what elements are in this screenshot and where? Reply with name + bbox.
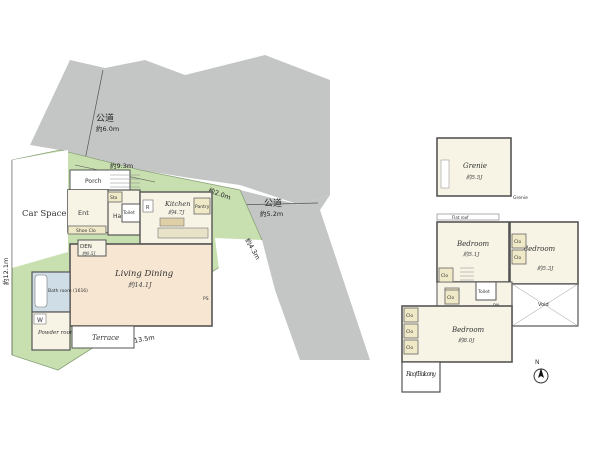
bedroom-c-size: 約8.0J xyxy=(458,337,475,344)
kitchen-size: 約4.7J xyxy=(168,209,185,216)
road-upper-name: 公道 xyxy=(96,112,114,124)
car-space-area xyxy=(12,150,68,268)
hall-label: Hall xyxy=(113,213,125,220)
void-cross-2 xyxy=(511,283,579,327)
terrace-area xyxy=(71,325,135,349)
road-right xyxy=(240,190,370,360)
parking-right xyxy=(215,238,262,280)
bedroom-c-closet-2-label: Clo xyxy=(406,329,413,335)
flat-roof-label: Flat roof xyxy=(452,215,469,220)
bedroom-a-label: Bedroom xyxy=(456,240,490,248)
storage-label: Sto xyxy=(110,195,118,201)
toilet-second-floor xyxy=(475,281,497,301)
kitchen-island xyxy=(159,217,185,227)
stair-first-floor xyxy=(110,174,140,188)
road-right-width: 約5.2m xyxy=(260,209,283,218)
toilet-second-floor-label: Toilet xyxy=(477,289,490,295)
road-right-name: 公道 xyxy=(264,197,282,209)
flat-roof xyxy=(436,213,500,221)
pillar-label: PS xyxy=(203,296,209,302)
grenie-room xyxy=(436,137,512,197)
bedroom-c xyxy=(401,305,513,363)
compass-north-label: N xyxy=(535,359,540,366)
den-label-overlay: DEN xyxy=(80,244,92,250)
pantry xyxy=(193,197,211,215)
dim-frontage-top: 約9.3m xyxy=(110,161,133,170)
living-dining-room xyxy=(69,243,213,327)
shoe-closet-label: Shoe Clo xyxy=(76,228,96,234)
roof-balcony xyxy=(401,361,441,393)
living-den-overlay xyxy=(77,239,107,257)
grenie-label: Grenie xyxy=(463,162,487,170)
toilet-first-floor-label: Toilet xyxy=(122,210,135,216)
bedroom-a-size: 約5.1J xyxy=(463,251,480,258)
bedroom-b-closet-2 xyxy=(511,249,527,265)
bedroom-b-label: Bedroom xyxy=(522,245,556,253)
terrace-label: Terrace xyxy=(92,334,119,342)
living-dining-label: Living Dining xyxy=(114,269,174,279)
refrigerator xyxy=(142,199,154,213)
road-upper-dim-line xyxy=(84,69,104,161)
bedroom-c-label: Bedroom xyxy=(451,326,485,334)
car-space-label: Car Space xyxy=(22,209,66,219)
pantry-label: Pantry xyxy=(195,204,210,210)
bedroom-c-closet-3-label: Clo xyxy=(406,345,413,351)
entrance-label: Ent xyxy=(78,209,89,217)
road-upper xyxy=(30,55,330,205)
storage-room xyxy=(107,191,123,203)
powder-room-label: Powder room xyxy=(37,330,75,336)
bedroom-c-closet-2 xyxy=(403,323,419,339)
bedroom-b-closet-2-label: Clo xyxy=(514,255,521,261)
bedroom-b-closet-1 xyxy=(511,233,527,249)
bathtub xyxy=(34,274,48,308)
grenie-hatch xyxy=(440,159,450,189)
dim-left-side: 約12.1m xyxy=(1,258,10,285)
road-upper-width: 約6.0m xyxy=(96,124,119,133)
washer xyxy=(33,313,47,325)
bedroom-c-closet-3 xyxy=(403,339,419,355)
bath-label: Bath room (1616) xyxy=(48,288,88,294)
roof-balcony-label: Roof Balcony xyxy=(405,370,436,378)
kitchen-counter xyxy=(157,227,209,239)
washer-label: W xyxy=(37,317,43,324)
entrance-fill xyxy=(68,190,108,232)
closet-hall-1-label: Clo xyxy=(441,273,448,279)
bedroom-c-closet-1 xyxy=(403,307,419,323)
void-label: Void xyxy=(538,302,549,308)
bedroom-b-size: 約5.3J xyxy=(537,265,554,272)
porch-label: Porch xyxy=(85,178,102,185)
closet-hall-3 xyxy=(444,289,460,305)
stair-second-floor xyxy=(460,267,474,281)
living-dining-size: 約14.1J xyxy=(128,281,152,289)
bedroom-b-closet-1-label: Clo xyxy=(514,239,521,245)
kitchen-label: Kitchen xyxy=(164,200,190,208)
grenie-size: 約5.5J xyxy=(466,174,483,181)
closet-hall-3-label: Clo xyxy=(447,295,454,301)
closet-hall-1 xyxy=(438,267,454,283)
grenie-hatch-label: Grenie xyxy=(513,195,528,201)
refrigerator-label: R xyxy=(146,205,150,211)
compass-icon: N xyxy=(533,359,549,384)
shoe-closet xyxy=(67,225,107,235)
den-size-overlay: 約0.5J xyxy=(82,251,97,257)
bedroom-c-closet-1-label: Clo xyxy=(406,313,413,319)
